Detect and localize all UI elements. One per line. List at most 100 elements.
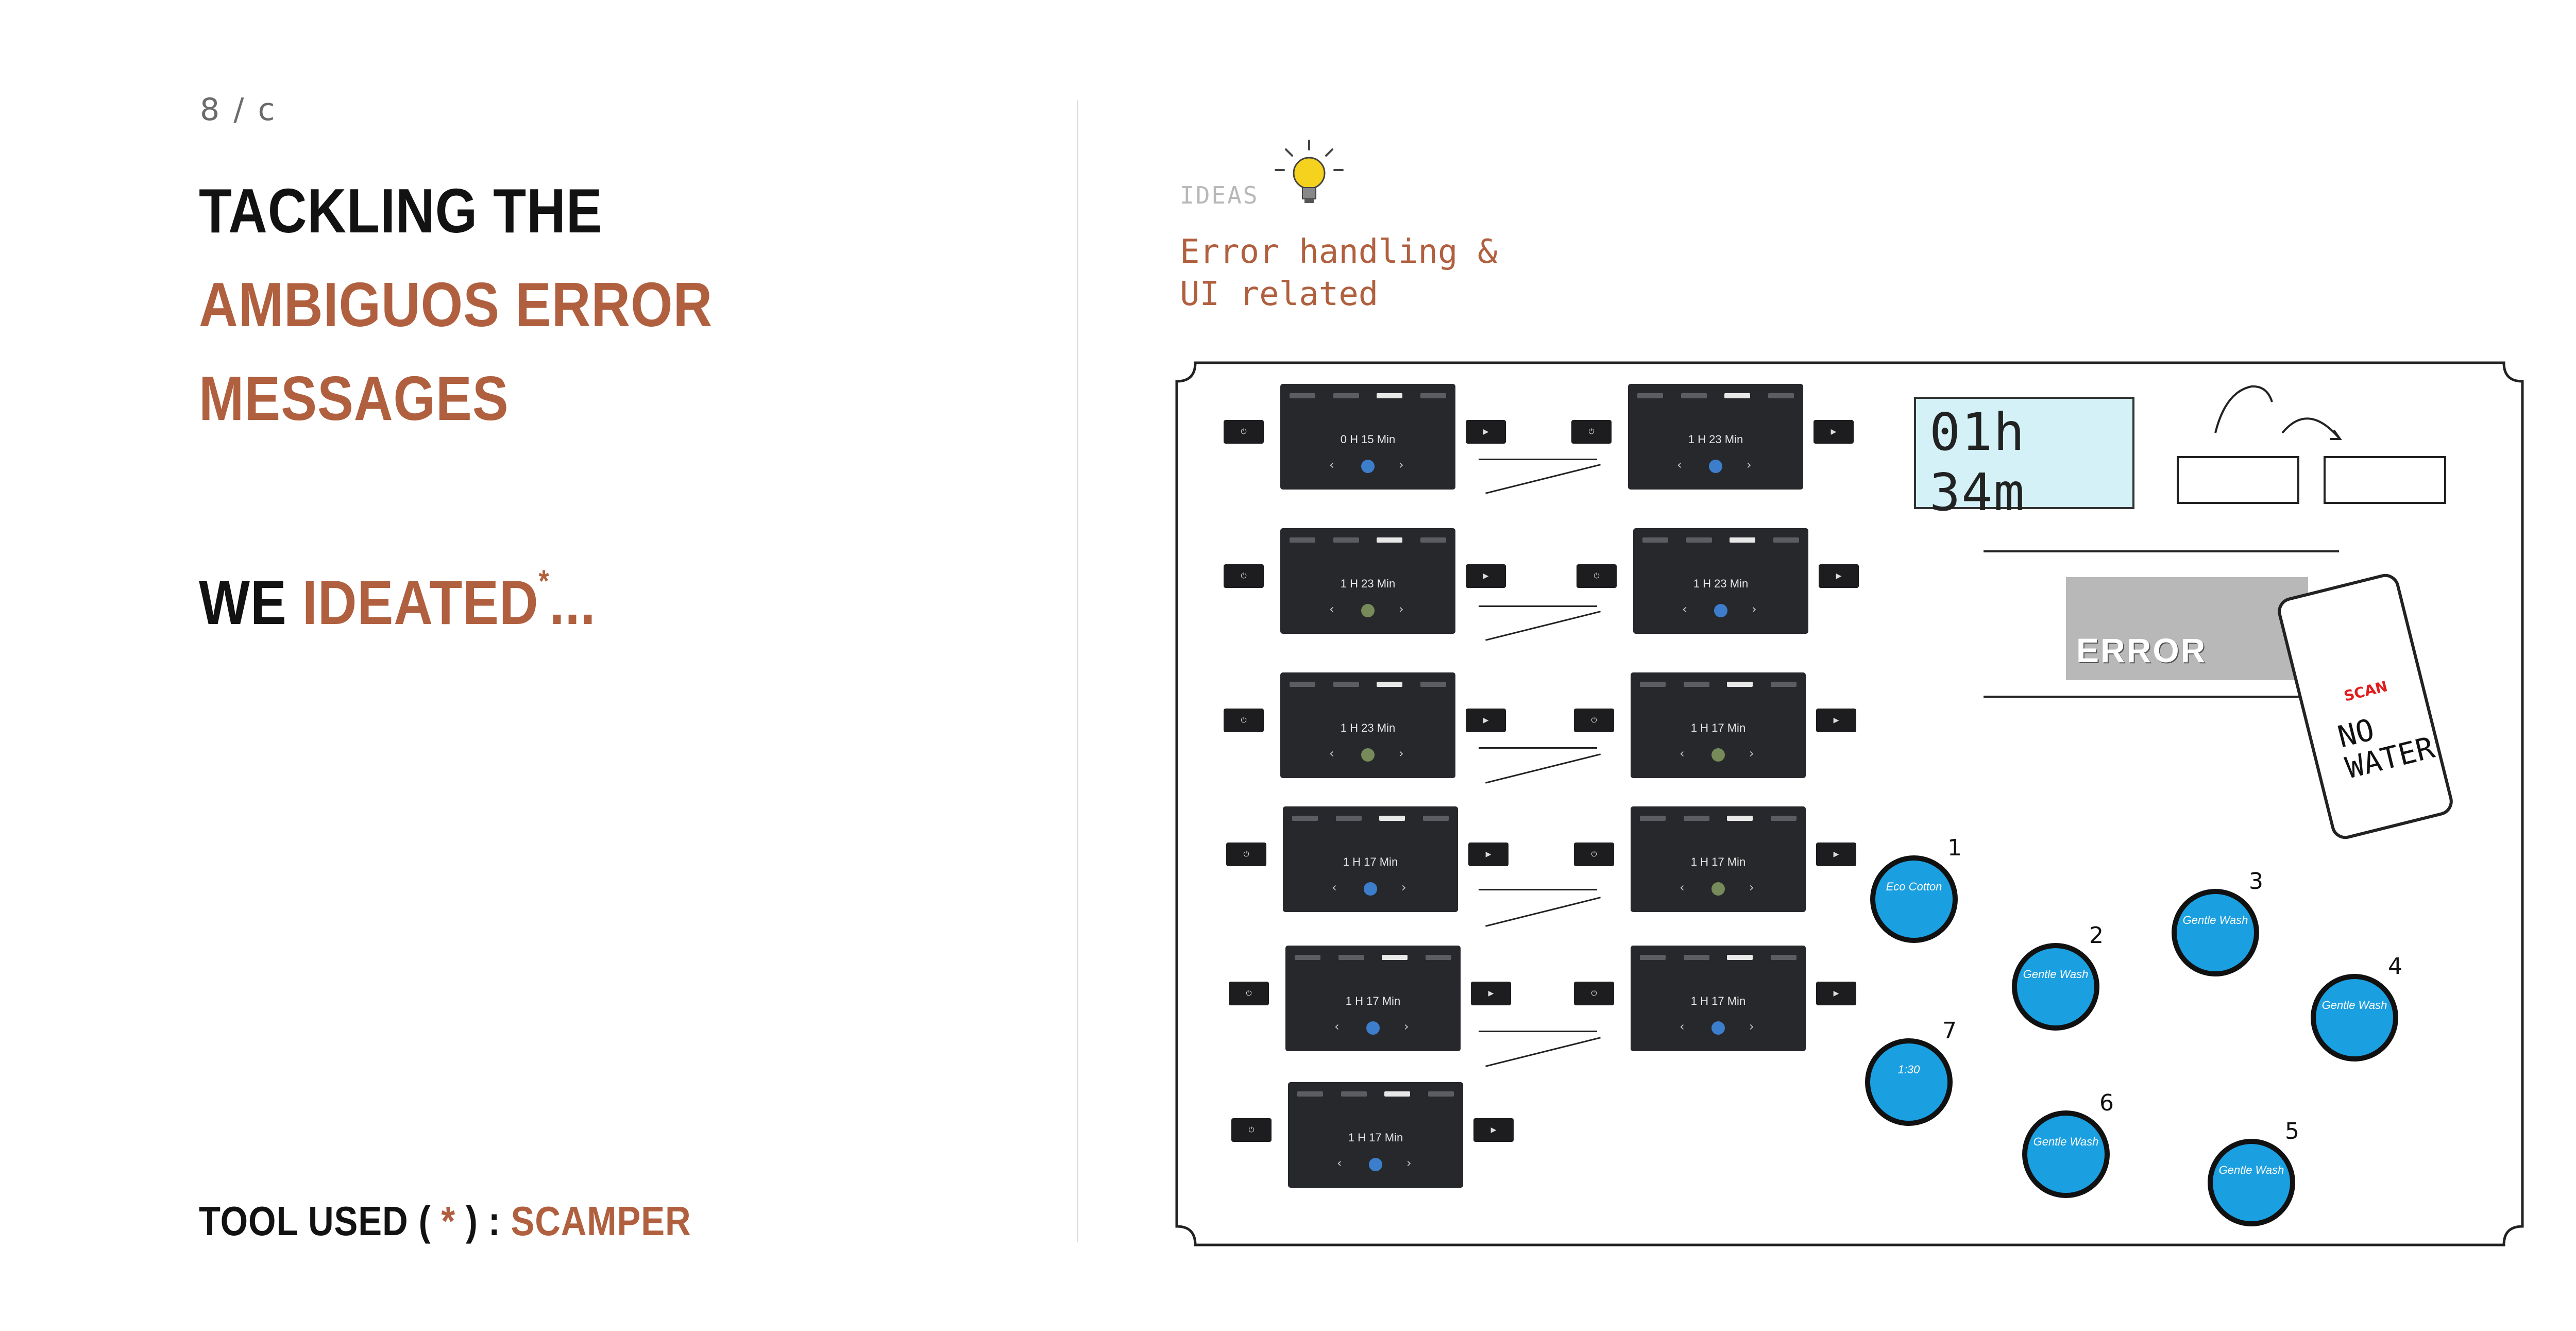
chevron-left-icon: ‹ [1677,458,1682,472]
screen-timer: 1 H 23 Min [1688,433,1743,446]
tool-used-line: TOOL USED ( * ) : SCAMPER [199,1201,691,1242]
mode-chip [1727,955,1753,960]
mode-row [1637,393,1794,410]
ideas-label: IDEAS [1180,181,1259,209]
column-divider [1077,100,1078,1242]
mode-chip [1338,955,1364,960]
dial-label: Gentle Wash [2321,999,2387,1012]
washer-screen: 1 H 17 Min ‹ › [1631,806,1806,912]
lightbulb-icon [1275,140,1344,203]
power-button-icon: ⏻ [1224,420,1264,444]
rpm-meter-sketch-2 [2324,456,2446,504]
screen-timer: 1 H 17 Min [1343,855,1398,868]
chevron-left-icon: ‹ [1337,1156,1342,1170]
mode-chip [1727,682,1753,687]
screen-timer: 1 H 17 Min [1345,995,1401,1007]
ideated-ellipsis: ... [549,567,596,637]
mode-chip [1642,537,1668,543]
mode-chip [1290,537,1315,543]
chevron-right-icon: › [1404,1019,1409,1034]
power-button-icon: ⏻ [1231,1118,1272,1142]
mode-chip [1640,955,1666,960]
mode-chip [1420,393,1446,398]
mode-chip [1770,682,1797,687]
step-number: 5 [2285,1118,2299,1144]
select-knob-icon [1361,748,1375,762]
washer-screen: 1 H 23 Min‹› [1280,672,1455,778]
mode-chip [1683,816,1709,821]
start-button-icon: ▶ [1466,709,1506,732]
chevron-left-icon: ‹ [1332,880,1337,895]
washer-screen: 1 H 23 Min ‹ › [1628,384,1803,490]
chevron-right-icon: › [1401,880,1406,895]
mode-row [1640,816,1797,832]
ideated-line: WE IDEATED*... [199,566,596,634]
screen-timer: 1 H 23 Min [1340,721,1396,734]
mode-chip [1335,816,1362,821]
mode-chip [1727,816,1753,821]
mode-row [1642,537,1799,554]
no-water-text: NO WATER [2334,712,2438,786]
tool-used-label: TOOL USED [199,1198,409,1244]
start-button-icon: ▶ [1816,709,1856,732]
step-number: 7 [1942,1018,1957,1044]
mode-row [1297,1091,1454,1108]
washer-screen: 1 H 23 Min‹› [1280,528,1455,634]
flow-arrow [1479,889,1597,890]
mode-chip [1422,816,1449,821]
start-button-icon: ▶ [1816,982,1856,1005]
step-number: 3 [2249,868,2263,895]
mode-chip [1290,393,1315,398]
mode-chip [1686,537,1712,543]
chevron-right-icon: › [1749,746,1754,761]
mode-chip [1768,393,1794,398]
start-button-icon: ▶ [1819,564,1859,588]
chevron-right-icon: › [1752,602,1757,616]
mode-chip [1333,682,1359,687]
flow-arrow [1479,1031,1597,1032]
mode-chip [1290,682,1315,687]
rpm-meter-sketch-1 [2177,456,2299,504]
mode-chip [1377,393,1403,398]
tool-colon: : [488,1198,501,1244]
mode-chip [1341,1091,1367,1097]
mode-chip [1377,537,1403,543]
tool-asterisk: * [441,1198,455,1244]
ideas-subtitle: Error handling & UI related [1180,233,1498,313]
mode-chip [1724,393,1751,398]
mode-chip [1425,955,1451,960]
dial-label: Gentle Wash [2033,1135,2099,1148]
screen-timer: 1 H 17 Min [1690,855,1746,868]
mode-chip [1333,537,1359,543]
start-button-icon: ▶ [1468,843,1509,866]
tool-bracket-open: ( [418,1198,431,1244]
washer-screen: 1 H 17 Min ‹ › [1285,946,1461,1051]
start-button-icon: ▶ [1471,982,1511,1005]
heading-line-3: MESSAGES [199,363,509,433]
chevron-left-icon: ‹ [1682,602,1687,616]
chevron-right-icon: › [1747,458,1752,472]
ideated-word: IDEATED [302,567,539,637]
chevron-right-icon: › [1749,1019,1754,1034]
power-button-icon: ⏻ [1224,564,1264,588]
chevron-left-icon: ‹ [1680,1019,1685,1034]
mode-chip [1384,1091,1411,1097]
dial-label: Gentle Wash [2218,1164,2284,1176]
mode-row [1295,955,1451,971]
mode-chip [1640,682,1666,687]
mode-chip [1377,682,1403,687]
washer-dial-sketch: Gentle Wash [2012,943,2099,1031]
chevron-left-icon: ‹ [1680,880,1685,895]
mode-chip [1297,1091,1323,1097]
step-number: 4 [2388,953,2402,980]
power-button-icon: ⏻ [1577,564,1617,588]
scan-label: SCAN [2342,678,2389,705]
mode-chip [1420,682,1446,687]
power-button-icon: ⏻ [1226,843,1266,866]
hand-turning-icon [2214,385,2342,440]
chevron-right-icon: › [1749,880,1754,895]
dial-label: Gentle Wash [2023,968,2089,981]
mode-row [1290,393,1446,410]
tool-name: SCAMPER [511,1198,691,1244]
chevron-left-icon: ‹ [1334,1019,1340,1034]
